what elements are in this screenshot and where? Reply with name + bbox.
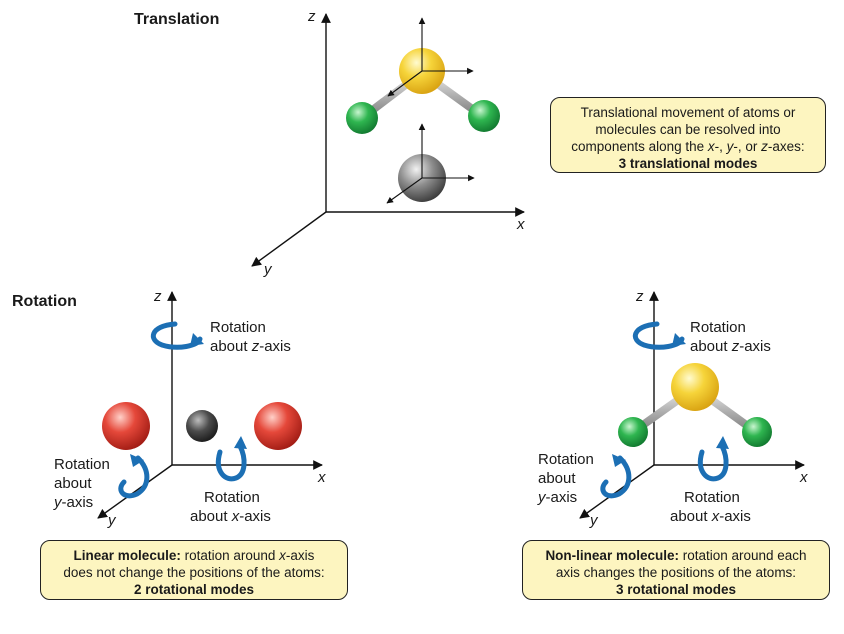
linear-note-line2: does not change the positions of the ato…: [63, 565, 325, 580]
chlorine-atom-right: [468, 100, 500, 132]
rotation-heading: Rotation: [12, 293, 77, 310]
linear-molecule: [102, 402, 302, 450]
translation-x-axis-label: x: [517, 216, 525, 233]
nonlinear-y-axis-label: y: [590, 512, 598, 529]
translation-note-box: Translational movement of atoms or molec…: [550, 97, 826, 173]
translation-axes: [251, 13, 525, 267]
linear-rotation-x-label: Rotation about x-axis: [190, 489, 271, 525]
nonlinear-axes: [579, 291, 805, 519]
nonlinear-rotation-x-arrow: [698, 436, 729, 482]
nonlinear-note-line1: Non-linear molecule: rotation around eac…: [545, 548, 807, 563]
linear-z-axis-label: z: [154, 288, 162, 305]
linear-modes-count: 2 rotational modes: [133, 582, 255, 597]
translation-heading: Translation: [134, 11, 220, 28]
translation-y-axis-label: y: [264, 261, 272, 278]
linear-rotation-z-arrow: [150, 321, 204, 350]
nonlinear-rotation-z-label: Rotation about z-axis: [690, 319, 771, 355]
linear-rotation-y-label: Rotation about y-axis: [54, 456, 110, 511]
nonlinear-note-line2: axis changes the positions of the atoms:: [555, 565, 797, 580]
nonlinear-molecule: [618, 363, 772, 447]
nonlinear-rotation-y-label: Rotation about y-axis: [538, 451, 594, 506]
nonlinear-note-box: Non-linear molecule: rotation around eac…: [522, 540, 830, 600]
translation-note-line3: components along the x-, y-, or z-axes:: [571, 139, 805, 154]
nonlinear-modes-count: 3 rotational modes: [615, 582, 737, 597]
linear-rotation-y-arrow: [118, 454, 150, 499]
nonlinear-rotation-y-arrow: [600, 454, 632, 499]
translation-modes-count: 3 translational modes: [618, 156, 758, 171]
nonlinear-z-axis-label: z: [636, 288, 644, 305]
linear-x-axis-label: x: [318, 469, 326, 486]
linear-rotation-x-arrow: [216, 436, 247, 482]
chlorine-atom-right: [742, 417, 772, 447]
chlorine-atom-left: [618, 417, 648, 447]
nonlinear-x-axis-label: x: [800, 469, 808, 486]
nonlinear-rotation-z-arrow: [632, 321, 686, 350]
translation-molecule-arrows: [387, 17, 474, 97]
oxygen-atom-right: [254, 402, 302, 450]
translation-note-line1: Translational movement of atoms or: [580, 105, 796, 120]
nonlinear-rotation-x-label: Rotation about x-axis: [670, 489, 751, 525]
translation-bent-molecule: [346, 48, 500, 134]
sulfur-atom: [671, 363, 719, 411]
linear-axes: [97, 291, 323, 519]
linear-note-box: Linear molecule: rotation around x-axis …: [40, 540, 348, 600]
linear-rotation-z-label: Rotation about z-axis: [210, 319, 291, 355]
translation-single-atom: [386, 123, 475, 204]
oxygen-atom-left: [102, 402, 150, 450]
translation-note-line2: molecules can be resolved into: [595, 122, 781, 137]
translation-z-axis-label: z: [308, 8, 316, 25]
linear-y-axis-label: y: [108, 512, 116, 529]
carbon-atom: [186, 410, 218, 442]
linear-note-line1: Linear molecule: rotation around x-axis: [73, 548, 315, 563]
chlorine-atom-left: [346, 102, 378, 134]
